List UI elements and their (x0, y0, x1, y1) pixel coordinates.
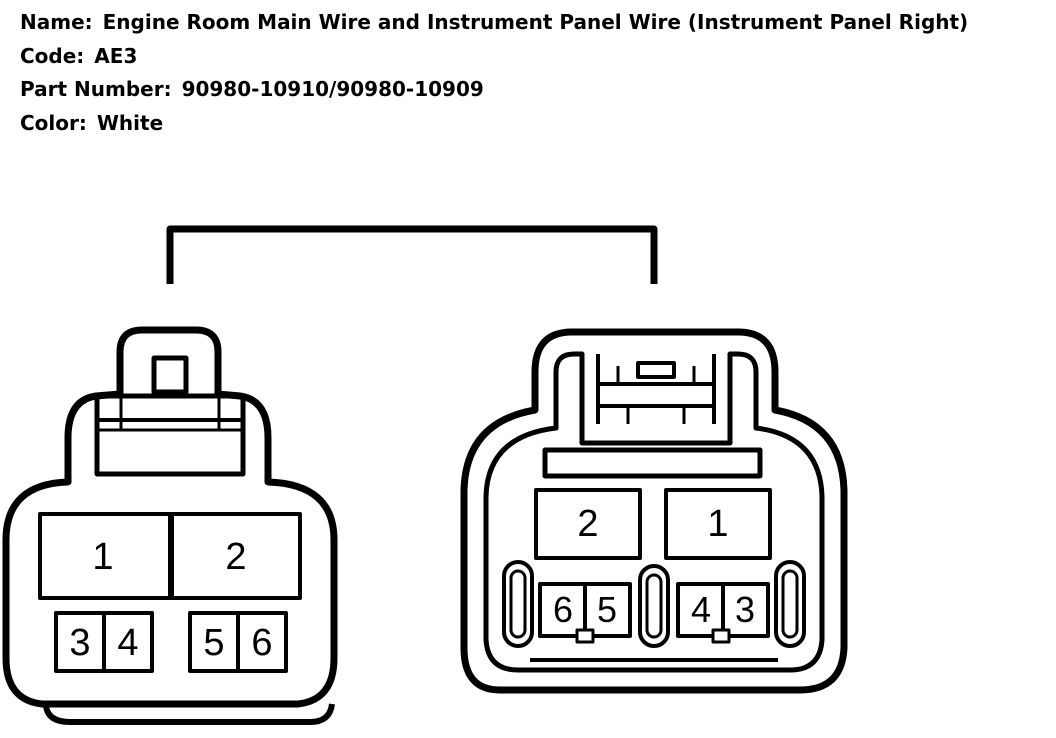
right-connector-body (460, 328, 848, 694)
name-line: Name: Engine Room Main Wire and Instrumen… (20, 6, 968, 40)
right-pin-label: 4 (691, 589, 711, 630)
name-value: Engine Room Main Wire and Instrument Pan… (102, 10, 969, 34)
right-guide-slot-right-inner (781, 569, 799, 639)
right-guide-slot-center-inner (645, 573, 663, 639)
left-pin-label: 1 (92, 536, 113, 578)
right-cavity-1 (664, 488, 772, 560)
right-guide-slot-left-inner (509, 569, 527, 639)
right-cavity-2 (534, 488, 642, 560)
right-lock-slot (636, 361, 676, 379)
right-terminal-lance (575, 628, 595, 644)
color-line: Color: White (20, 107, 968, 141)
code-line: Code: AE3 (20, 40, 968, 74)
right-pin-label: 6 (553, 589, 573, 630)
left-connector: 1 2 3 4 5 6 (2, 326, 338, 725)
right-connector-inner-wall (483, 351, 825, 673)
right-terminal-lance (711, 628, 731, 644)
left-lock-window (151, 355, 189, 395)
left-cavity-4 (102, 611, 154, 673)
right-guide-slot-right (774, 560, 806, 648)
right-lock-bar (596, 354, 716, 424)
right-pin-label: 1 (707, 503, 728, 545)
part-number-line: Part Number: 90980-10910/90980-10909 (20, 73, 968, 107)
part-number-label: Part Number: (20, 77, 172, 101)
code-label: Code: (20, 43, 85, 68)
name-label: Name: (20, 10, 93, 34)
color-label: Color: (20, 110, 87, 135)
left-pin-label: 4 (117, 622, 138, 664)
right-pin-label: 2 (577, 503, 598, 545)
code-value: AE3 (94, 43, 138, 68)
left-lock-housing (94, 393, 246, 477)
connector-info: Name: Engine Room Main Wire and Instrumen… (20, 6, 968, 140)
right-guide-slot-center (638, 564, 670, 648)
left-pin-label: 2 (225, 536, 246, 578)
left-connector-body (2, 326, 338, 708)
left-pin-label: 3 (69, 622, 90, 664)
mating-bracket (166, 225, 658, 284)
part-number-value: 90980-10910/90980-10909 (181, 77, 484, 101)
left-pin-label: 5 (203, 622, 224, 664)
color-value: White (96, 110, 164, 135)
left-pin-label: 6 (251, 622, 272, 664)
left-cavity-2 (170, 512, 302, 600)
right-guide-slot-left (502, 560, 534, 648)
right-pin-label: 3 (735, 589, 755, 630)
right-connector: 2 1 6 5 4 3 (460, 328, 848, 694)
left-cavity-6 (236, 611, 288, 673)
right-pin-label: 5 (597, 589, 617, 630)
right-lock-housing (542, 447, 763, 479)
left-connector-base-edge (43, 703, 335, 725)
